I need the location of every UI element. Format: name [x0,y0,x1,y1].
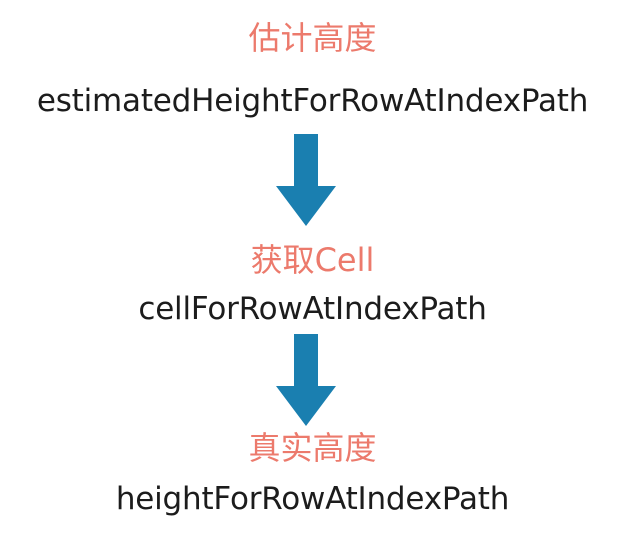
arrow-down-icon [276,334,336,426]
step-2-title: 获取Cell [250,241,375,279]
step-3-title: 真实高度 [248,429,377,467]
step-2-method: cellForRowAtIndexPath [138,291,487,327]
arrow-down-icon [276,134,336,226]
step-3-method: heightForRowAtIndexPath [115,481,510,517]
step-1-title: 估计高度 [248,19,377,57]
step-1-method: estimatedHeightForRowAtIndexPath [36,83,589,119]
